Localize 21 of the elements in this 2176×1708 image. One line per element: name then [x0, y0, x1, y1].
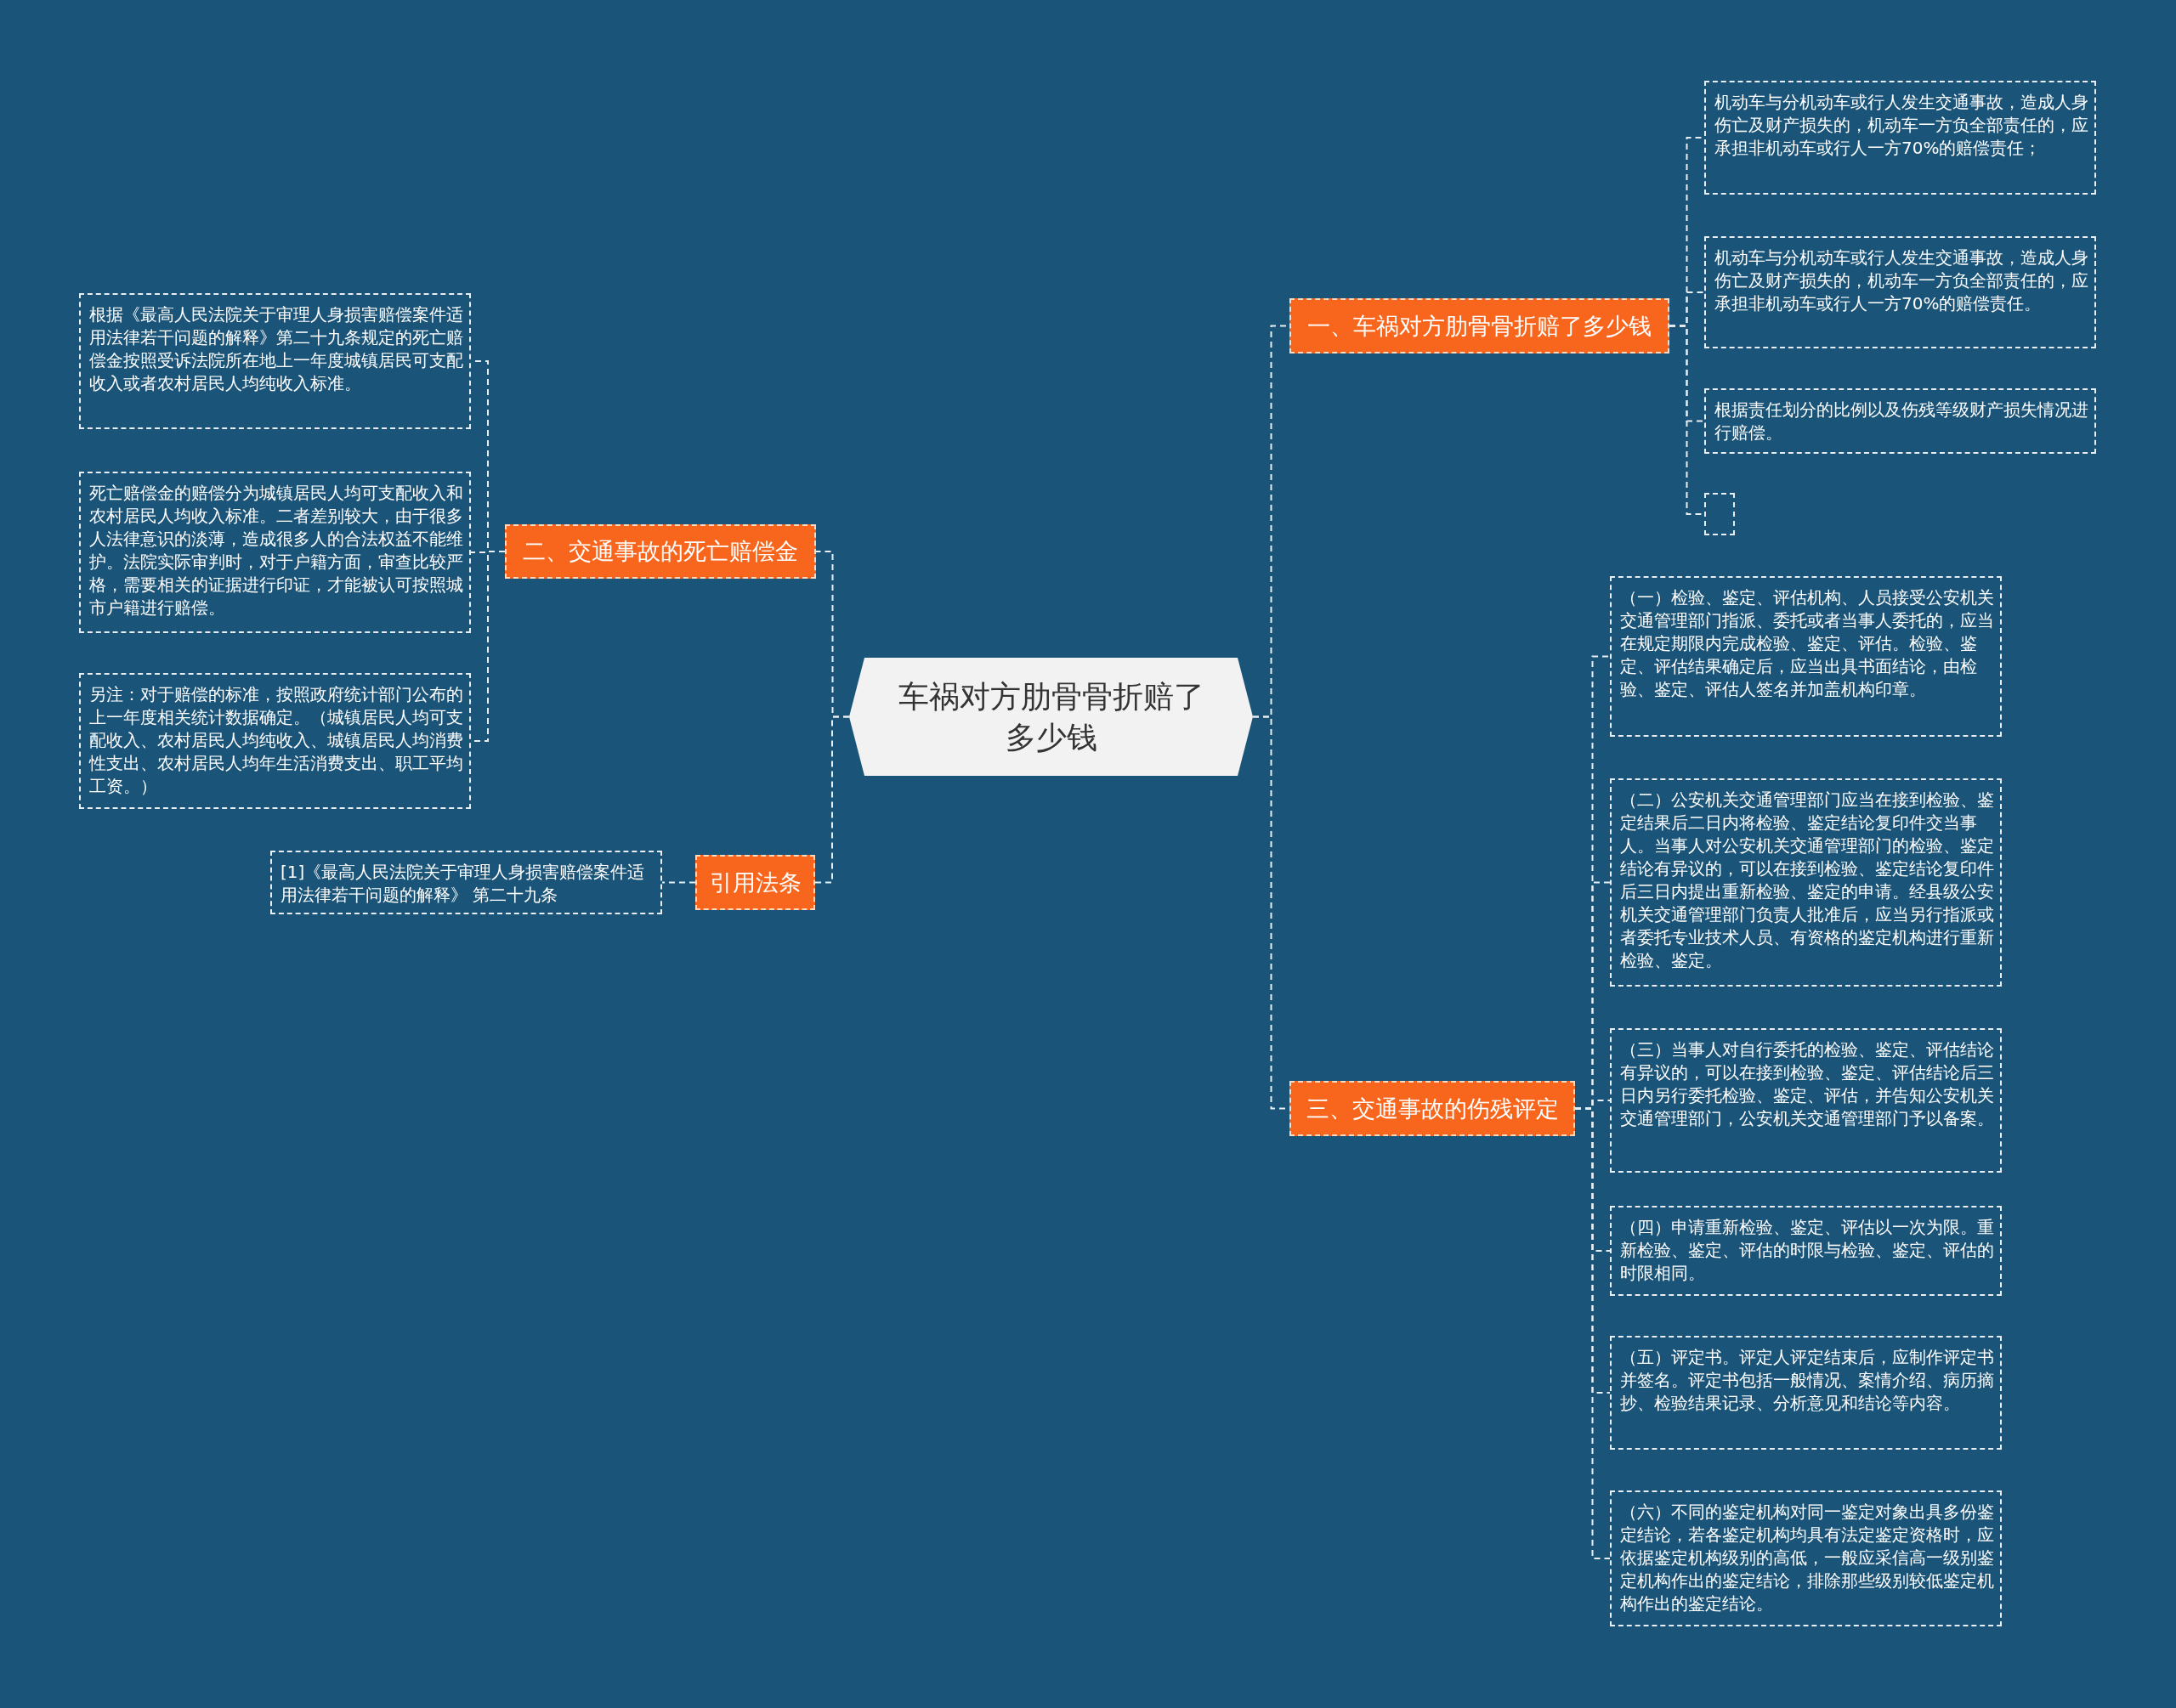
branch-box: 引用法条	[695, 855, 815, 910]
connector-line	[814, 715, 850, 884]
note-box: （五）评定书。评定人评定结束后，应制作评定书并签名。评定书包括一般情况、案情介绍、病历摘抄、检验结果记录、分析意见和结论等内容。	[1610, 1336, 2002, 1450]
note-box: 机动车与分机动车或行人发生交通事故，造成人身伤亡及财产损失的，机动车一方负全部责任的，应承担非机动车或行人一方70%的赔偿责任；	[1704, 81, 2096, 195]
note-box: （一）检验、鉴定、评估机构、人员接受公安机关交通管理部门指派、委托或者当事人委托的，应当在规定期限内完成检验、鉴定、评估。检验、鉴定、评估结果确定后，应当出具书面结论，由检验、鉴定、评估人签名并加盖机构印章。	[1610, 576, 2002, 737]
topic-hexagon: 车祸对方肋骨骨折赔了多少钱	[849, 658, 1253, 776]
note-box: 另注：对于赔偿的标准，按照政府统计部门公布的上一年度相关统计数据确定。（城镇居民人均可支配收入、农村居民人均纯收入、城镇居民人均消费性支出、农村居民人均年生活消费支出、职工平均工资。）	[79, 673, 471, 809]
note-box: （六）不同的鉴定机构对同一鉴定对象出具多份鉴定结论，若各鉴定机构均具有法定鉴定资格时，应依据鉴定机构级别的高低，一般应采信高一级别鉴定机构作出的鉴定结论，排除那些级别较低鉴定机构作出的鉴定结论。	[1610, 1490, 2002, 1626]
empty-box	[1704, 493, 1735, 535]
note-box: （三）当事人对自行委托的检验、鉴定、评估结论有异议的，可以在接到检验、鉴定、评估结论后三日内另行委托检验、鉴定、评估，并告知公安机关交通管理部门，公安机关交通管理部门予以备案。	[1610, 1028, 2002, 1173]
note-box: 死亡赔偿金的赔偿分为城镇居民人均可支配收入和农村居民人均收入标准。二者差别较大，由于很多人法律意识的淡薄，造成很多人的合法权益不能维护。法院实际审判时，对于户籍方面，审查比较严格，需要相关的证据进行印证，才能被认可按照城市户籍进行赔偿。	[79, 472, 471, 633]
branch-box: 三、交通事故的伤残评定	[1289, 1081, 1575, 1136]
note-box: 根据《最高人民法院关于审理人身损害赔偿案件适用法律若干问题的解释》第二十九条规定的死亡赔偿金按照受诉法院所在地上一年度城镇居民可支配收入或者农村居民人均纯收入标准。	[79, 293, 471, 429]
branch-box: 一、车祸对方肋骨骨折赔了多少钱	[1289, 298, 1669, 353]
note-box: [1]《最高人民法院关于审理人身损害赔偿案件适用法律若干问题的解释》 第二十九条	[270, 851, 662, 914]
branch-box: 二、交通事故的死亡赔偿金	[505, 524, 816, 579]
note-box: 机动车与分机动车或行人发生交通事故，造成人身伤亡及财产损失的，机动车一方负全部责任的，应承担非机动车或行人一方70%的赔偿责任。	[1704, 236, 2096, 348]
connector-line	[661, 881, 696, 884]
note-box: （四）申请重新检验、鉴定、评估以一次为限。重新检验、鉴定、评估的时限与检验、鉴定、评估的时限相同。	[1610, 1206, 2002, 1296]
note-box: 根据责任划分的比例以及伤残等级财产损失情况进行赔偿。	[1704, 388, 2096, 454]
note-box: （二）公安机关交通管理部门应当在接到检验、鉴定结果后二日内将检验、鉴定结论复印件交当事人。当事人对公安机关交通管理部门的检验、鉴定结论有异议的，可以在接到检验、鉴定结论复印件后三日内提出重新检验、鉴定的申请。经县级公安机关交通管理部门负责人批准后，应当另行指派或者委托专业技术人员、有资格的鉴定机构进行重新检验、鉴定。	[1610, 778, 2002, 987]
